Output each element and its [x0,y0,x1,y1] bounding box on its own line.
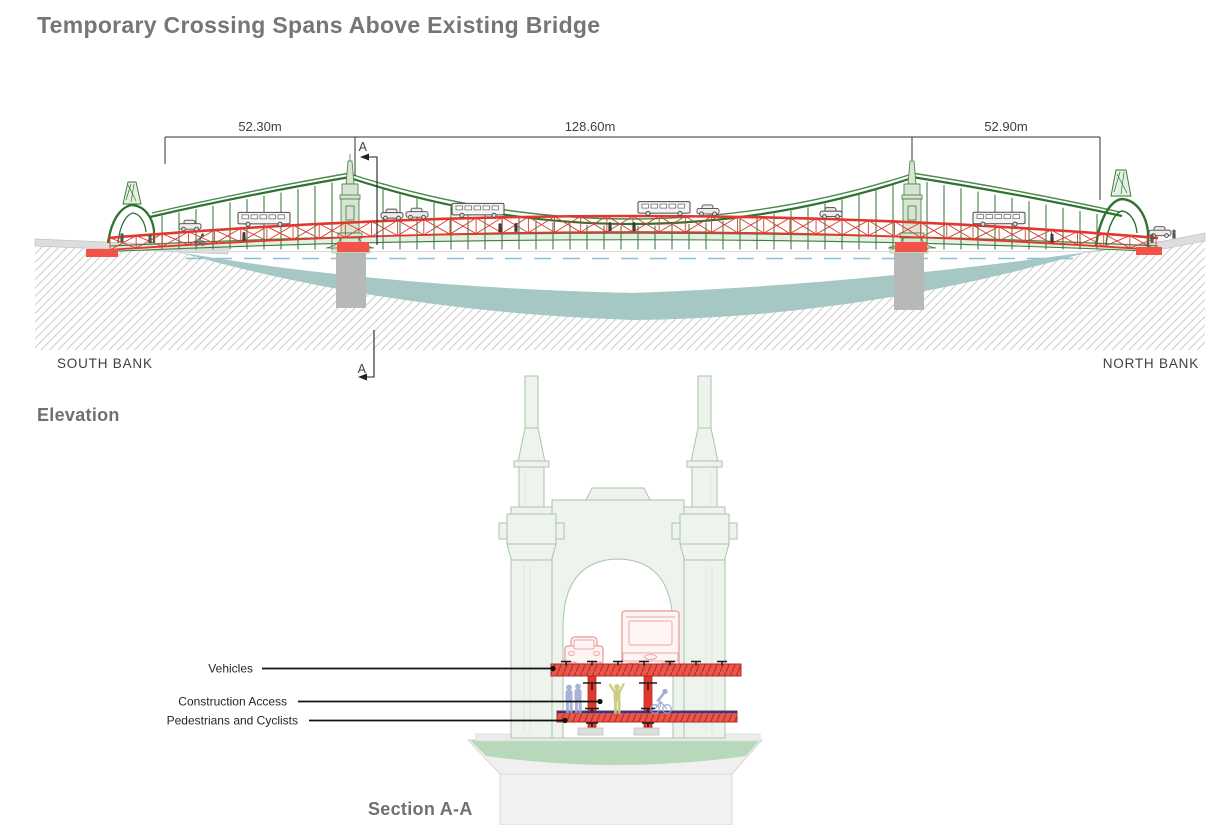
cyclist-icon [194,233,206,246]
section-marker-letter: A [358,362,367,376]
pedestrian-icon [632,222,636,232]
pedestrian-icon [148,234,152,244]
dimension-label-left: 52.30m [238,119,281,134]
bridge-piers [331,245,929,310]
car-icon [178,219,202,232]
pedestrian-icon [120,233,124,243]
callout-lines [262,665,603,724]
pedestrian-figures [565,683,582,713]
car-icon [819,207,843,219]
traffic-vehicles [178,201,1172,238]
pedestrian-icon [1172,229,1176,239]
bank-pedestrians [120,222,1176,246]
pedestrian-icon [498,223,502,233]
truss-bottom-chord [107,231,1159,251]
pedestrian-icon [608,222,612,232]
pedestrian-icon [514,222,518,232]
deck-rail-lines [109,232,1159,253]
callout-pedestrians-cyclists: Pedestrians and Cyclists [167,714,298,728]
car-front-icon [564,636,604,667]
car-icon [1148,226,1172,238]
north-bank-label: NORTH BANK [1103,356,1199,371]
car-icon [405,207,429,220]
dimension-annotations [164,136,1101,200]
bus-icon [237,211,291,227]
elevation-caption: Elevation [37,405,120,425]
lower-deck [556,710,738,723]
cyclist-figure [650,688,672,714]
dimension-label-right: 52.90m [984,119,1027,134]
section-cut-marker-bottom: A [358,330,375,381]
pedestrian-icon [1050,233,1054,243]
bus-front-icon [621,610,680,668]
car-icon [696,204,720,217]
pedestrian-icon [1150,233,1154,243]
right-anchorage [1094,169,1150,247]
page-title: Temporary Crossing Spans Above Existing … [37,12,601,38]
right-tower [887,154,937,249]
upper-deck [550,663,742,677]
section-cut-marker-top: A [359,140,378,245]
south-bank-label: SOUTH BANK [57,356,153,371]
section-marker-letter: A [359,140,368,154]
section-figures [565,682,672,714]
callout-construction-access: Construction Access [178,695,287,709]
bus-icon [637,201,691,217]
elevation-view: 52.30m 128.60m 52.90m A A SOUTH BANK NOR… [34,119,1206,425]
tower-plinth [466,733,764,825]
deck-footings [577,727,660,736]
dimension-label-center: 128.60m [565,119,616,134]
car-icon [380,208,404,221]
section-tower [498,375,738,739]
worker-figure [608,682,626,714]
bus-icon [451,202,505,218]
existing-bridge [106,154,1159,253]
suspension-chains [149,172,1123,226]
truss-top-chord [107,214,1159,240]
bearing-symbols [561,660,727,727]
section-view: Vehicles Construction Access Pedestrians… [167,375,764,825]
bus-icon [972,211,1026,227]
bearing-pads [86,242,1162,257]
left-anchorage [106,181,156,244]
section-caption: Section A-A [368,799,473,819]
callout-vehicles: Vehicles [208,662,253,676]
pedestrian-icon [242,231,246,241]
